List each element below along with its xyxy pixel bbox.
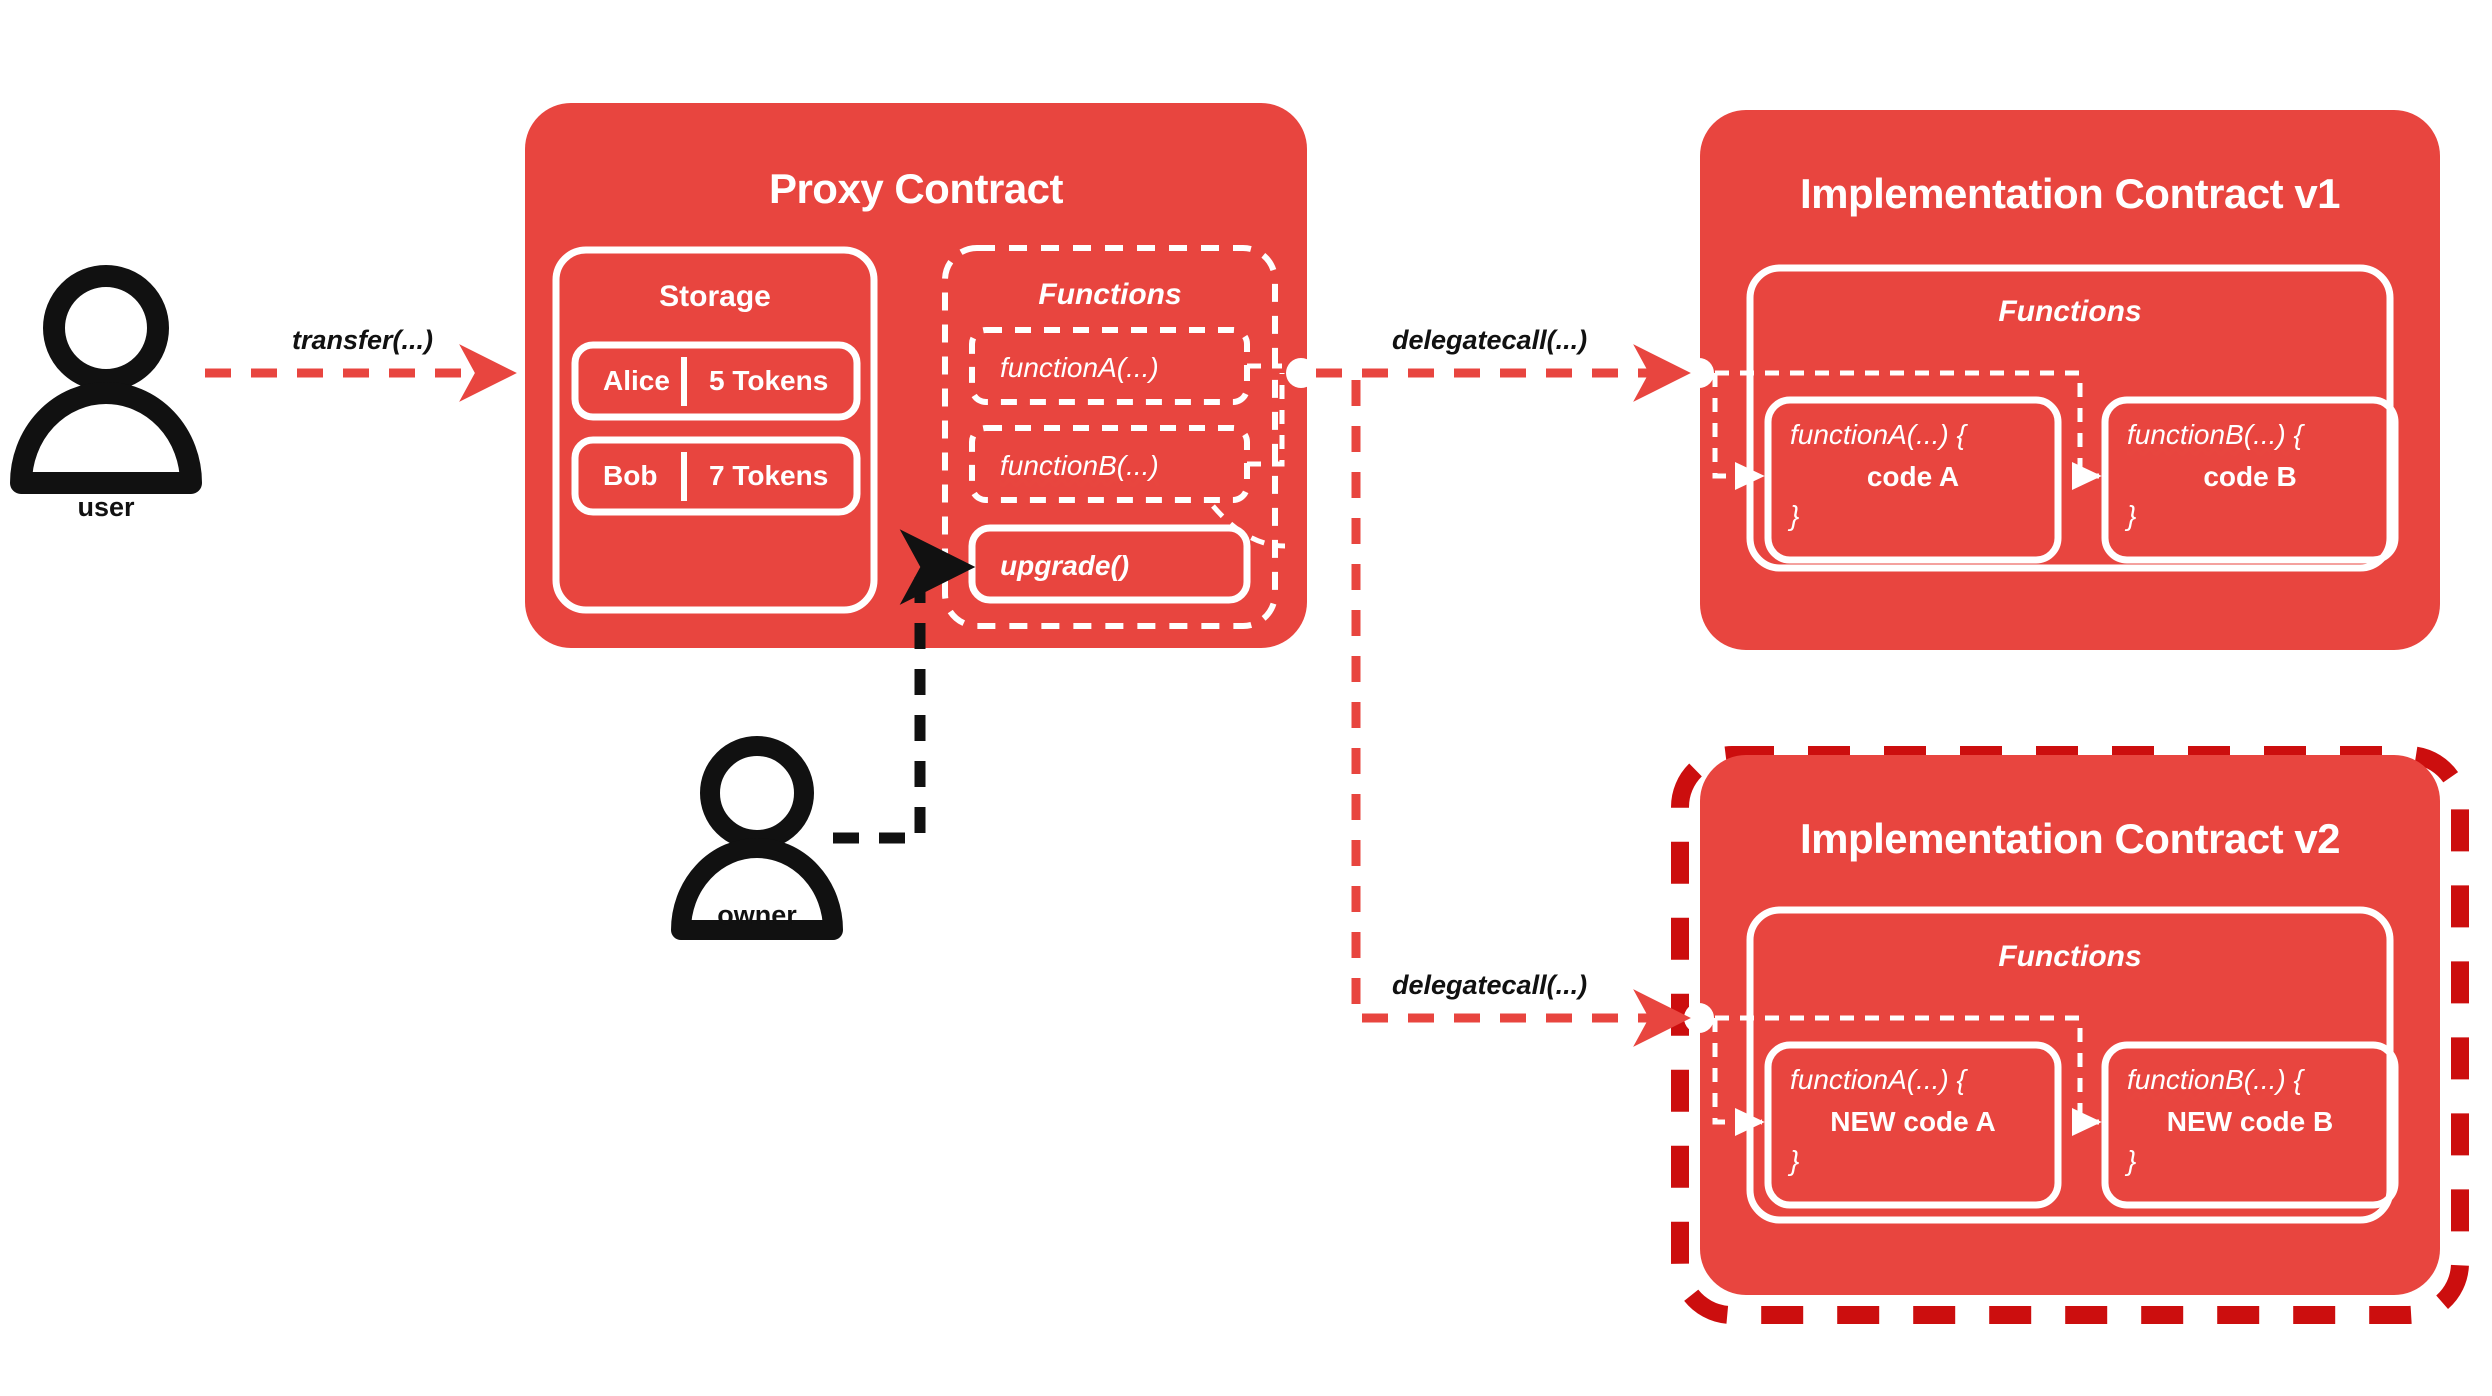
v2-function-a-box xyxy=(1764,1041,2062,1209)
owner-person-icon xyxy=(671,736,843,940)
impl-v1-function-a-signature: functionA(...) { xyxy=(1790,419,1966,450)
owner-label: owner xyxy=(717,900,797,930)
edge-delegatecall-v2 xyxy=(1351,380,1691,1047)
v1-function-b-box xyxy=(2101,396,2399,564)
impl-v1-function-b-body: code B xyxy=(2203,461,2297,492)
v1-function-a-box xyxy=(1764,396,2062,564)
impl-v1-function-a-body: code A xyxy=(1866,461,1960,492)
edge-upgrade xyxy=(833,529,976,844)
impl-v1-function-b[interactable]: functionB(...) { code B } xyxy=(2105,400,2395,560)
impl-v2-function-b-signature: functionB(...) { xyxy=(2127,1064,2303,1095)
impl-v2-function-a[interactable]: functionA(...) { NEW code A } xyxy=(1768,1045,2058,1205)
upgrade-function-label[interactable]: upgrade() xyxy=(1000,550,1130,581)
impl-v2-function-a-signature: functionA(...) { xyxy=(1790,1064,1966,1095)
impl-v1-function-b-signature: functionB(...) { xyxy=(2127,419,2303,450)
storage-row-value: 5 Tokens xyxy=(709,365,829,396)
edge-label-delegatecall-v1: delegatecall(...) xyxy=(1392,325,1588,355)
impl-v2-function-b-close: } xyxy=(2127,1145,2137,1176)
impl-v2-function-b-body: NEW code B xyxy=(2166,1106,2334,1137)
v2-functions-panel xyxy=(1746,906,2394,1224)
impl-v2-title: Implementation Contract v2 xyxy=(1799,815,2341,862)
v1-functions-panel xyxy=(1746,264,2394,572)
proxy-title: Proxy Contract xyxy=(768,165,1064,212)
storage-title: Storage xyxy=(659,280,771,313)
edge-label-transfer: transfer(...) xyxy=(292,325,434,355)
storage-row-box xyxy=(571,341,861,421)
edge-label-delegatecall-v2: delegatecall(...) xyxy=(1392,970,1588,1000)
storage-row-name: Alice xyxy=(603,365,670,396)
impl-v1-function-b-close: } xyxy=(2127,500,2137,531)
impl-v2-function-a-body: NEW code A xyxy=(1830,1106,1996,1137)
implementation-v1-card[interactable] xyxy=(1684,110,2440,650)
user-label: user xyxy=(77,492,135,522)
user-person-icon xyxy=(10,265,202,494)
impl-v2-function-b[interactable]: functionB(...) { NEW code B } xyxy=(2105,1045,2395,1205)
impl-v1-functions-title: Functions xyxy=(1998,295,2142,328)
storage-row-name: Bob xyxy=(603,460,658,491)
storage-row[interactable]: Alice 5 Tokens xyxy=(575,345,857,417)
impl-v1-title: Implementation Contract v1 xyxy=(1799,170,2341,217)
impl-v2-function-a-close: } xyxy=(1790,1145,1800,1176)
storage-row-value: 7 Tokens xyxy=(709,460,829,491)
impl-v1-function-a[interactable]: functionA(...) { code A } xyxy=(1768,400,2058,560)
proxy-function-b-label[interactable]: functionB(...) xyxy=(1000,450,1159,481)
proxy-functions-title: Functions xyxy=(1038,278,1182,311)
proxy-functions-panel xyxy=(942,245,1278,629)
proxy-function-a-label[interactable]: functionA(...) xyxy=(1000,352,1159,383)
storage-panel xyxy=(552,246,878,614)
proxy-delegate-port xyxy=(1286,358,1316,388)
v1-delegate-port xyxy=(1684,358,1714,388)
storage-row[interactable]: Bob 7 Tokens xyxy=(575,440,857,512)
impl-v2-functions-title: Functions xyxy=(1998,940,2142,973)
storage-row-box xyxy=(571,436,861,516)
impl-v1-function-a-close: } xyxy=(1790,500,1800,531)
v2-function-b-box xyxy=(2101,1041,2399,1209)
v2-delegate-port xyxy=(1684,1003,1714,1033)
